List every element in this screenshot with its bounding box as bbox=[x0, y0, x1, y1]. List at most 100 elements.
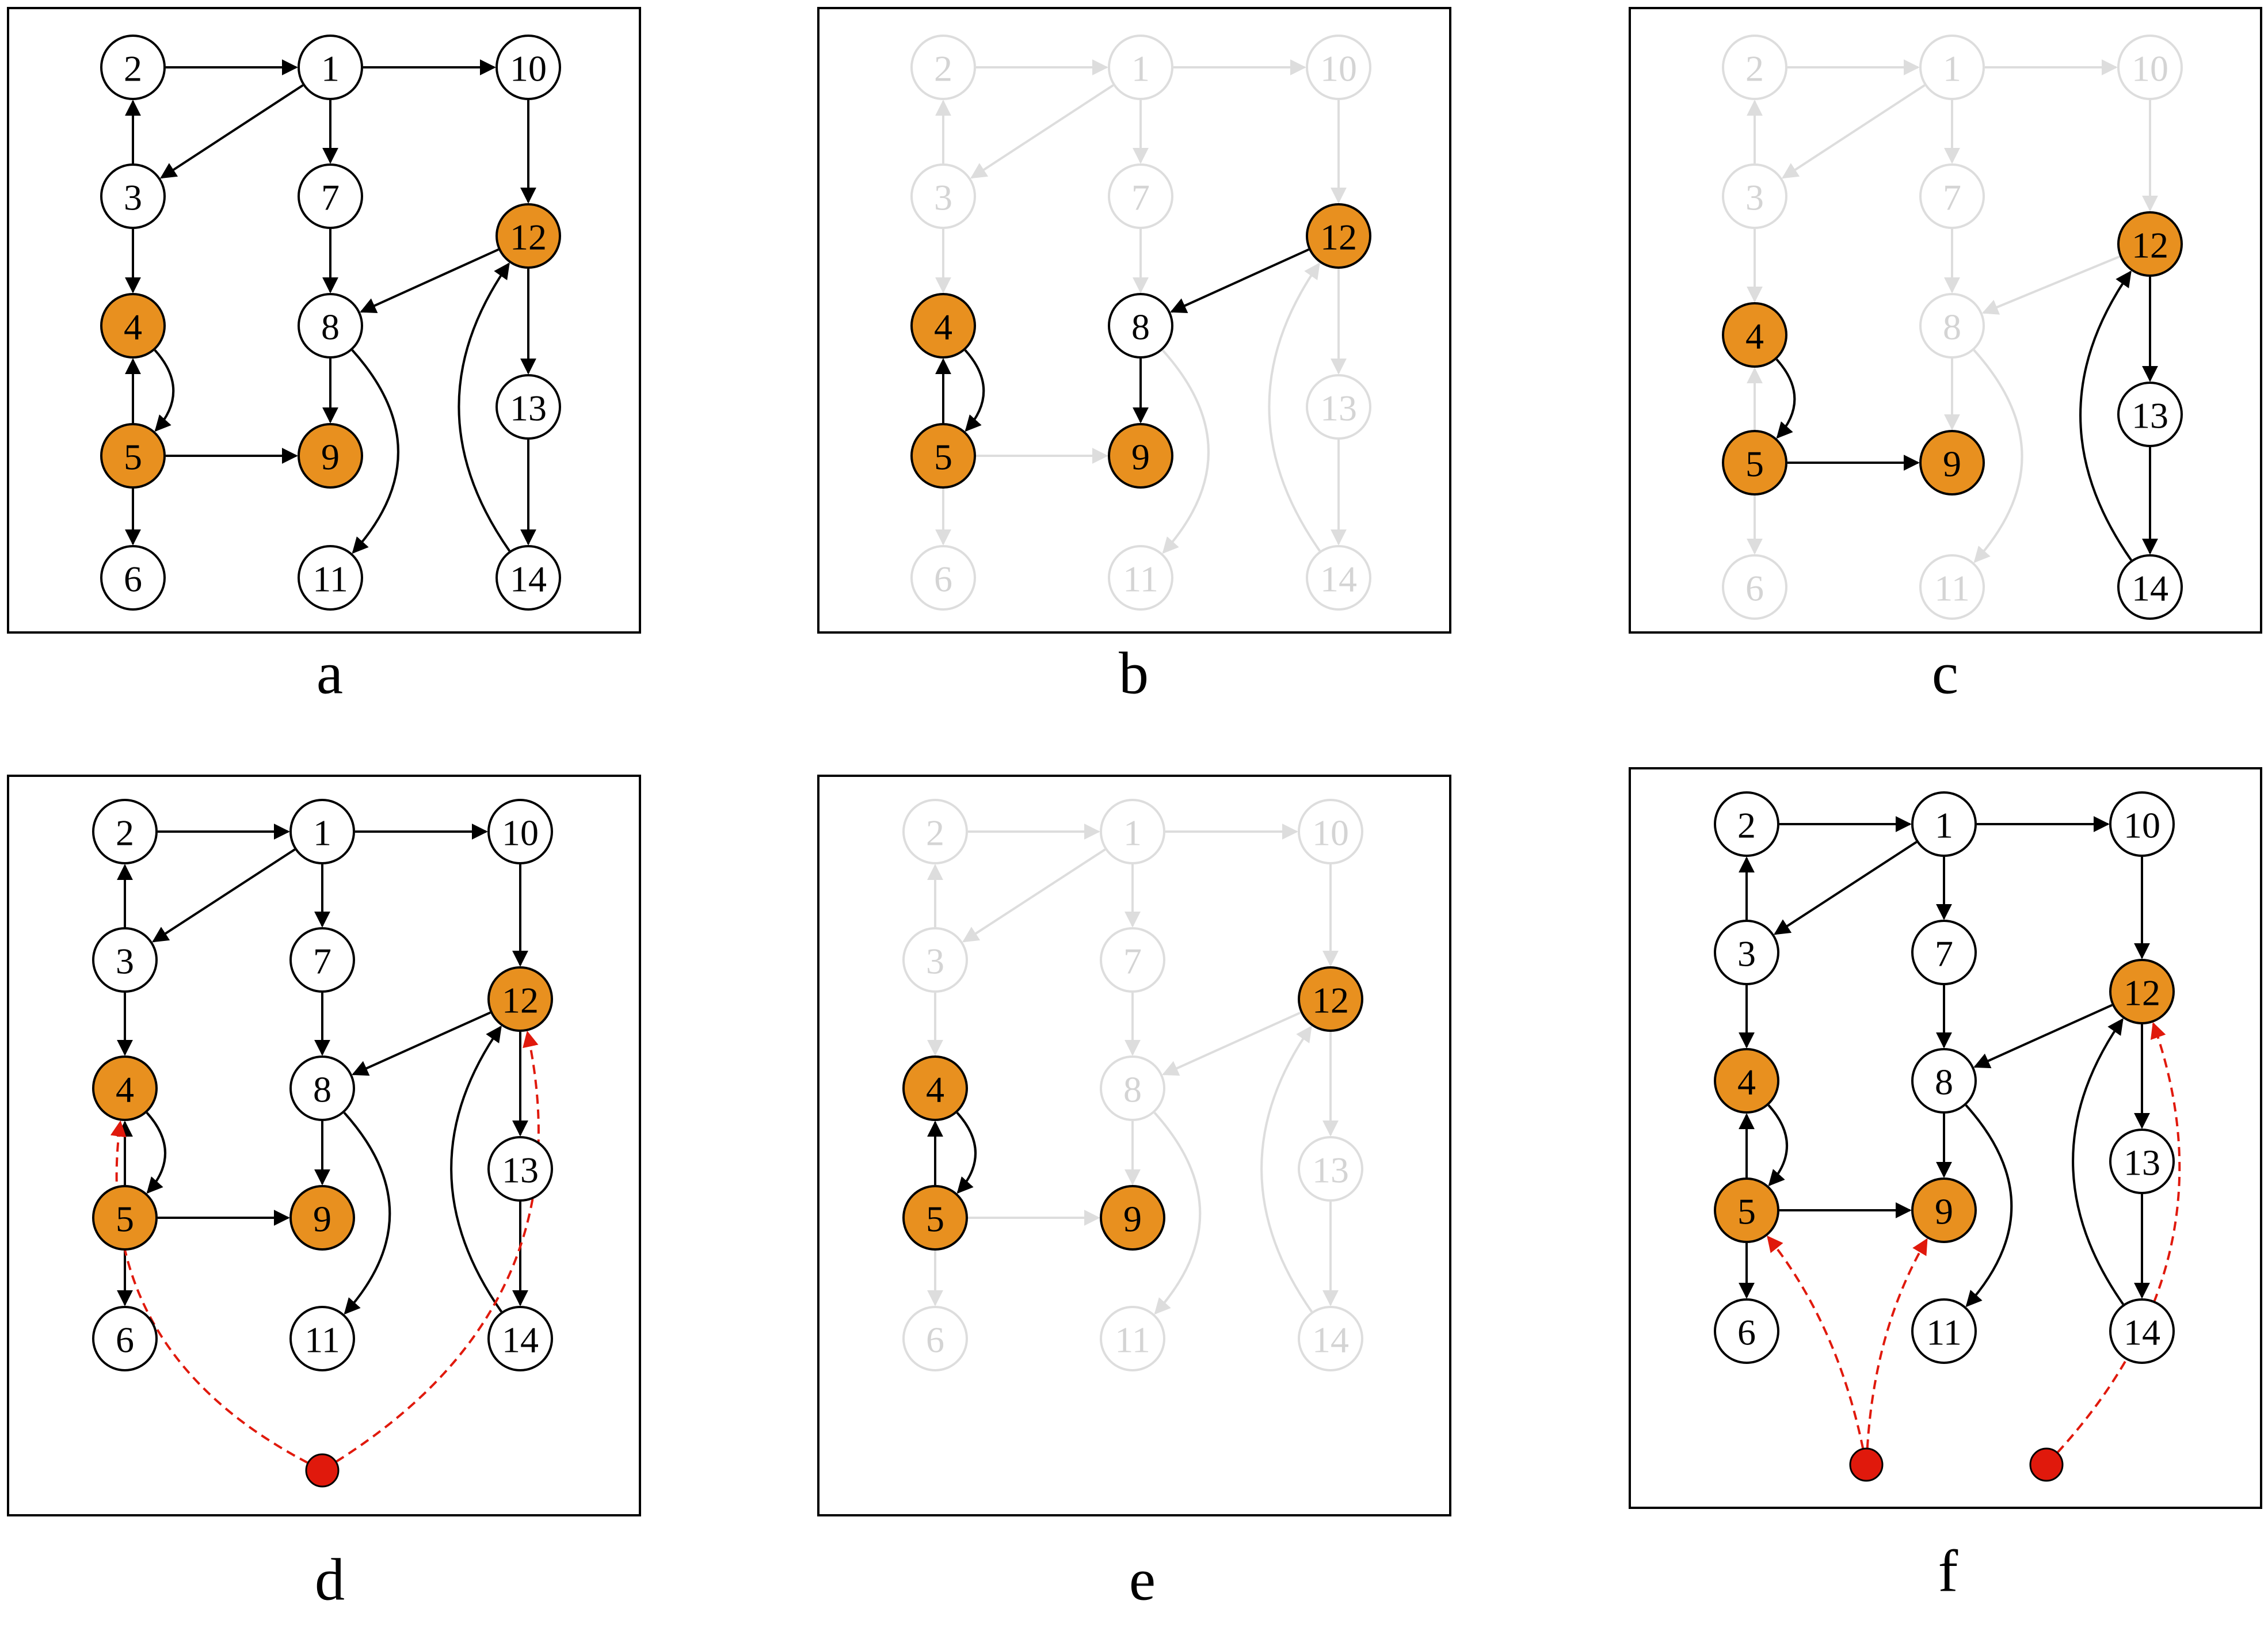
edge-1-to-3 bbox=[160, 84, 304, 179]
node-11: 11 bbox=[298, 545, 363, 611]
node-label: 14 bbox=[502, 1320, 539, 1360]
edge-12-to-8 bbox=[352, 1011, 491, 1076]
node-circle bbox=[1306, 203, 1371, 269]
node-2: 2 bbox=[902, 799, 968, 864]
edge-4-to-5 bbox=[1767, 1104, 1789, 1187]
node-circle bbox=[1108, 35, 1173, 100]
node-circle bbox=[1722, 430, 1787, 496]
node-4: 4 bbox=[1714, 1048, 1779, 1114]
node-circle bbox=[487, 1306, 553, 1371]
node-label: 11 bbox=[312, 559, 348, 600]
node-14: 14 bbox=[495, 545, 561, 611]
node-label: 9 bbox=[313, 1199, 331, 1240]
node-circle bbox=[1911, 1298, 1977, 1364]
node-label: 13 bbox=[1312, 1150, 1349, 1191]
node-circle bbox=[1100, 799, 1165, 864]
node-10: 10 bbox=[1306, 35, 1371, 100]
node-label: 2 bbox=[124, 48, 142, 89]
node-label: 3 bbox=[1745, 177, 1764, 218]
node-circle bbox=[2109, 1298, 2175, 1364]
node-5: 5 bbox=[92, 1185, 158, 1251]
external-edge-to-9 bbox=[1866, 1238, 1928, 1449]
node-label: 11 bbox=[1123, 559, 1158, 600]
node-1: 1 bbox=[289, 799, 355, 864]
panel-caption: d bbox=[315, 1547, 345, 1613]
edge-8-to-11 bbox=[1153, 1112, 1202, 1315]
node-label: 8 bbox=[1943, 307, 1961, 348]
node-6: 6 bbox=[1722, 554, 1787, 620]
node-circle bbox=[487, 966, 553, 1032]
node-circle bbox=[289, 799, 355, 864]
node-circle bbox=[289, 927, 355, 993]
edge-4-to-5 bbox=[964, 349, 985, 432]
node-circle bbox=[495, 374, 561, 440]
node-circle bbox=[910, 293, 976, 359]
node-label: 9 bbox=[1935, 1191, 1953, 1232]
node-label: 4 bbox=[934, 307, 952, 348]
node-5: 5 bbox=[1714, 1177, 1779, 1243]
node-label: 2 bbox=[926, 813, 944, 853]
node-circle bbox=[910, 163, 976, 229]
node-circle bbox=[1919, 293, 1985, 359]
node-label: 13 bbox=[2132, 395, 2168, 436]
node-label: 5 bbox=[1737, 1191, 1756, 1232]
node-10: 10 bbox=[2117, 35, 2183, 100]
node-circle bbox=[1722, 35, 1787, 100]
node-circle bbox=[910, 35, 976, 100]
node-2: 2 bbox=[100, 35, 166, 100]
node-label: 14 bbox=[2132, 568, 2168, 609]
node-circle bbox=[1298, 966, 1363, 1032]
node-9: 9 bbox=[289, 1185, 355, 1251]
edge-12-to-8 bbox=[360, 248, 499, 313]
node-label: 8 bbox=[1131, 307, 1150, 348]
node-1: 1 bbox=[1100, 799, 1165, 864]
node-circle bbox=[902, 1185, 968, 1251]
node-label: 12 bbox=[502, 980, 539, 1021]
node-label: 8 bbox=[1123, 1069, 1142, 1110]
node-label: 4 bbox=[116, 1069, 134, 1110]
node-circle bbox=[1911, 920, 1977, 985]
edge-4-to-5 bbox=[1775, 359, 1796, 439]
external-source-node bbox=[2029, 1447, 2064, 1482]
node-10: 10 bbox=[487, 799, 553, 864]
node-label: 2 bbox=[934, 48, 952, 89]
node-3: 3 bbox=[1722, 163, 1787, 229]
external-edge-to-12 bbox=[335, 1030, 540, 1463]
node-13: 13 bbox=[487, 1136, 553, 1202]
node-circle bbox=[495, 35, 561, 100]
external-edge-to-12 bbox=[2056, 1022, 2181, 1454]
node-5: 5 bbox=[902, 1185, 968, 1251]
node-2: 2 bbox=[92, 799, 158, 864]
node-circle bbox=[92, 1185, 158, 1251]
node-label: 10 bbox=[502, 813, 539, 853]
panel-caption: f bbox=[1938, 1538, 1958, 1604]
node-11: 11 bbox=[1919, 554, 1985, 620]
node-11: 11 bbox=[289, 1306, 355, 1371]
edge-1-to-3 bbox=[962, 848, 1106, 943]
node-7: 7 bbox=[1108, 163, 1173, 229]
node-label: 13 bbox=[1320, 388, 1357, 429]
node-label: 7 bbox=[1943, 177, 1961, 218]
node-circle bbox=[2117, 35, 2183, 100]
node-8: 8 bbox=[1911, 1048, 1977, 1114]
node-label: 1 bbox=[313, 813, 331, 853]
edge-12-to-8 bbox=[1981, 255, 2121, 315]
node-circle bbox=[910, 423, 976, 489]
edge-1-to-3 bbox=[1774, 841, 1918, 935]
panel-caption: e bbox=[1129, 1547, 1156, 1613]
panel-caption: b bbox=[1119, 641, 1149, 707]
node-circle bbox=[487, 1136, 553, 1202]
node-label: 6 bbox=[124, 559, 142, 600]
node-label: 12 bbox=[2124, 973, 2160, 1013]
node-14: 14 bbox=[487, 1306, 553, 1371]
node-label: 5 bbox=[124, 437, 142, 478]
node-label: 12 bbox=[510, 217, 547, 258]
node-label: 10 bbox=[2124, 805, 2160, 846]
node-label: 1 bbox=[1131, 48, 1150, 89]
node-7: 7 bbox=[1911, 920, 1977, 985]
node-circle bbox=[100, 163, 166, 229]
node-circle bbox=[298, 163, 363, 229]
